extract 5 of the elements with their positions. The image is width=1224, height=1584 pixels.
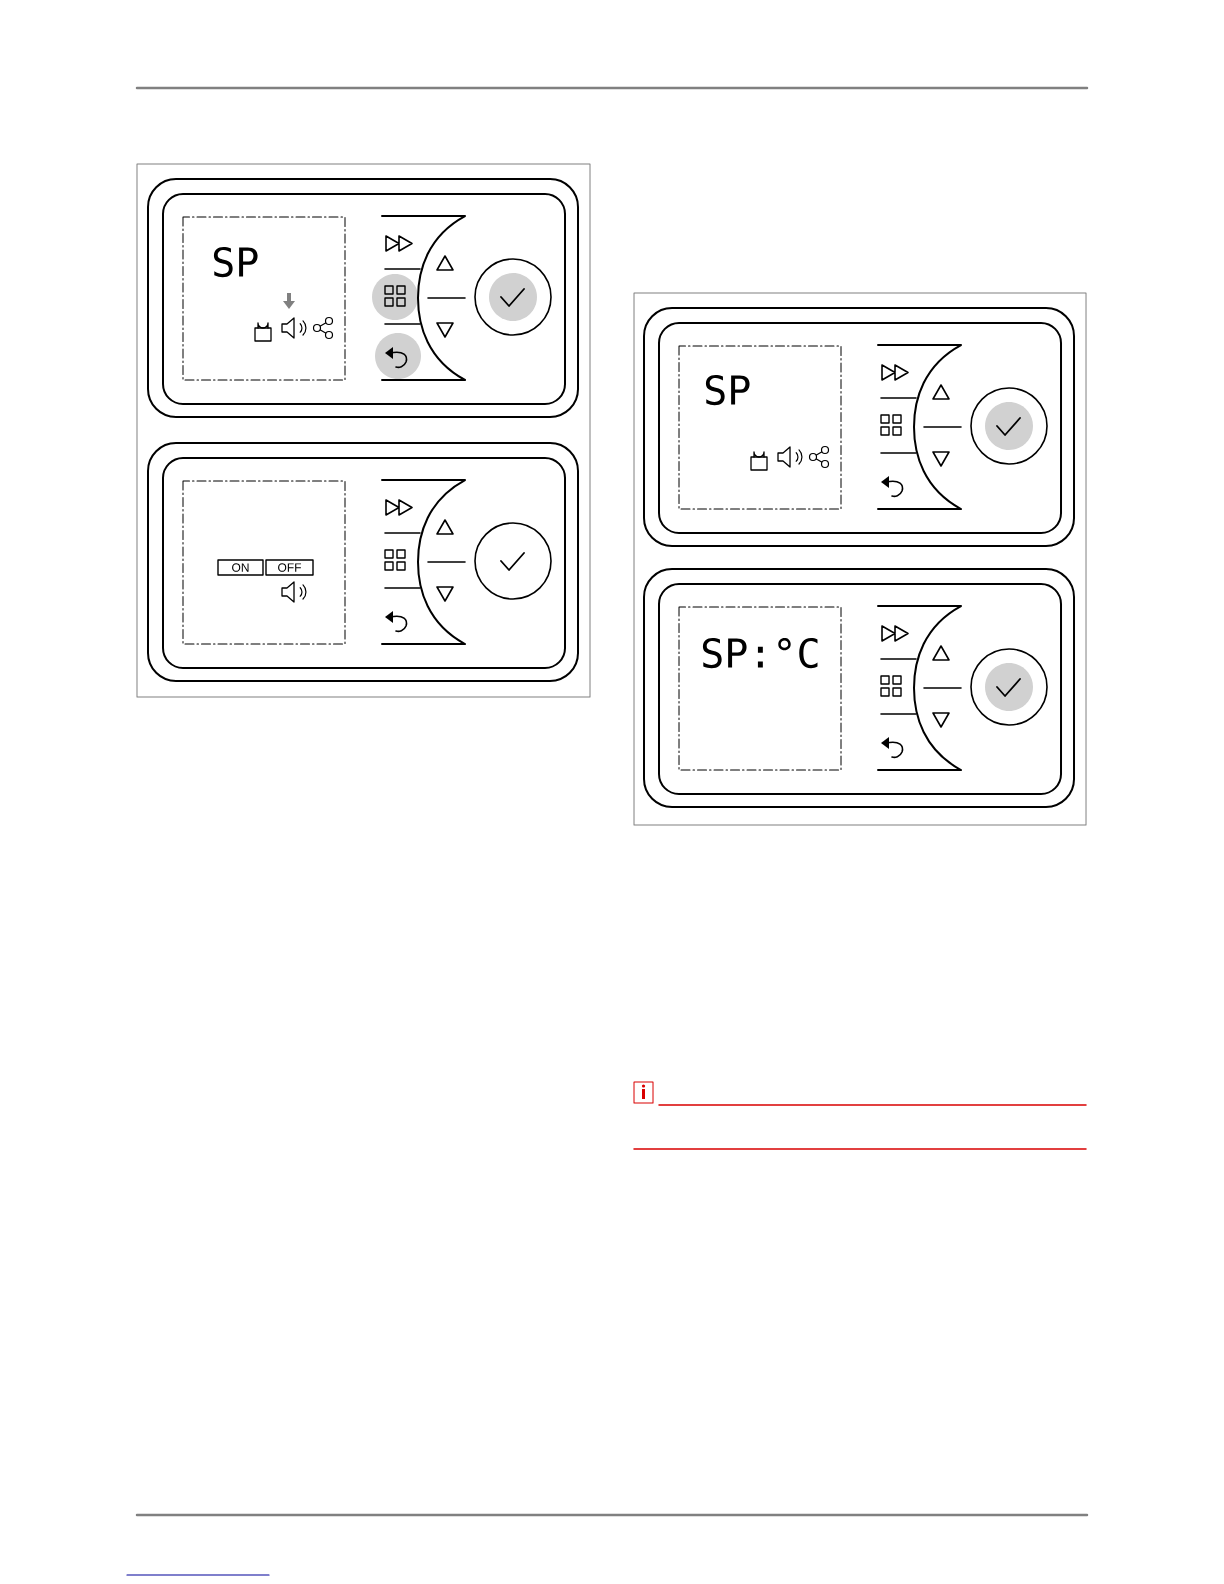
option-box: OFF	[265, 559, 314, 576]
option-box: ON	[217, 559, 264, 576]
display-readout: SP	[705, 374, 750, 406]
display-readout: SP:°C	[702, 637, 818, 669]
display-readout: SP	[213, 246, 258, 278]
